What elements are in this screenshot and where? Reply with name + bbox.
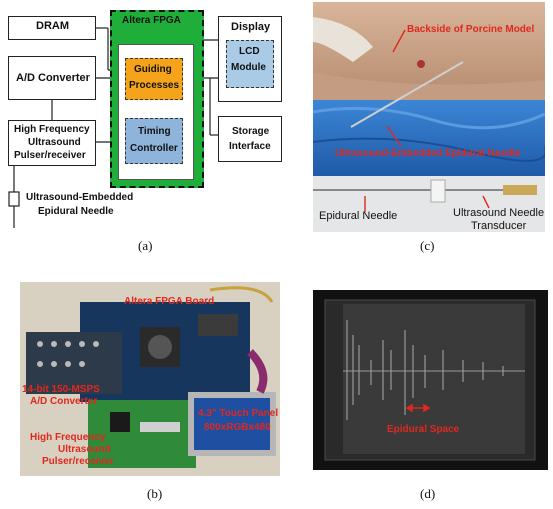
timing-line-1: Timing bbox=[138, 126, 171, 137]
guiding-line-1: Guiding bbox=[134, 64, 172, 75]
lcd-line-1: LCD bbox=[239, 46, 260, 57]
pulser-line-3: Pulser/receiver bbox=[14, 150, 86, 161]
caption-c: (c) bbox=[420, 238, 435, 253]
caption-d: (d) bbox=[420, 486, 436, 501]
pulser-line-1: High Frequency bbox=[14, 124, 90, 135]
porcine-label: Backside of Porcine Model bbox=[407, 24, 535, 35]
needle-line-1: Ultrasound-Embedded bbox=[26, 192, 134, 203]
panel-c-arrows bbox=[364, 29, 490, 212]
board-label: Altera FPGA Board bbox=[124, 296, 215, 307]
lcd-box bbox=[226, 40, 274, 88]
epidural-space-label: Epidural Space bbox=[387, 424, 460, 435]
storage-box bbox=[218, 116, 282, 162]
pulser-b-line-1: High Frequency bbox=[30, 432, 106, 443]
needle-line-2: Epidural Needle bbox=[38, 206, 114, 217]
guiding-line-2: Processes bbox=[129, 80, 180, 91]
panel-c-photo: Backside of Porcine Model Ultrasound-Emb… bbox=[313, 2, 545, 232]
panel-b-scene bbox=[20, 282, 280, 476]
touch-line-1: 4.3" Touch Panel bbox=[198, 408, 279, 419]
dram-box bbox=[8, 16, 96, 40]
transducer-line-2: Transducer bbox=[471, 220, 527, 232]
pulser-line-2: Ultrasound bbox=[28, 137, 81, 148]
caption-b: (b) bbox=[147, 486, 163, 501]
caption-a: (a) bbox=[138, 238, 153, 253]
storage-line-1: Storage bbox=[232, 126, 270, 137]
storage-line-2: Interface bbox=[229, 141, 271, 152]
timing-line-2: Controller bbox=[130, 143, 178, 154]
ad-converter-label: A/D Converter bbox=[16, 72, 90, 84]
dram-label: DRAM bbox=[36, 20, 69, 32]
touch-line-2: 800xRGBx480 bbox=[204, 422, 271, 433]
pulser-box bbox=[8, 120, 96, 166]
pulser-b-line-2: Ultrasound bbox=[58, 444, 111, 455]
panel-a: DRAM A/D Converter High Frequency Ultras… bbox=[0, 0, 300, 260]
panel-d-scene bbox=[313, 290, 548, 470]
panel-b-photo: Altera FPGA Board 14-bit 150-MSPS A/D Co… bbox=[20, 282, 280, 476]
panel-c-scene bbox=[313, 2, 545, 232]
adc-line-1: 14-bit 150-MSPS bbox=[22, 384, 100, 395]
epidural-needle-label: Epidural Needle bbox=[319, 210, 398, 222]
lcd-line-2: Module bbox=[231, 62, 266, 73]
ad-converter-box bbox=[8, 56, 96, 100]
display-label: Display bbox=[231, 21, 271, 33]
transducer-line-1: Ultrasound Needle bbox=[453, 207, 545, 219]
embedded-needle-label: Ultrasound-Embedded Epidural Needle bbox=[335, 148, 521, 159]
adc-line-2: A/D Converter bbox=[30, 396, 98, 407]
timing-box bbox=[125, 118, 183, 164]
fpga-title: Altera FPGA bbox=[122, 15, 181, 26]
pulser-b-line-3: Pulser/receiver bbox=[42, 456, 114, 467]
guiding-box bbox=[125, 58, 183, 100]
panel-d-photo: Epidural Space bbox=[313, 290, 548, 470]
